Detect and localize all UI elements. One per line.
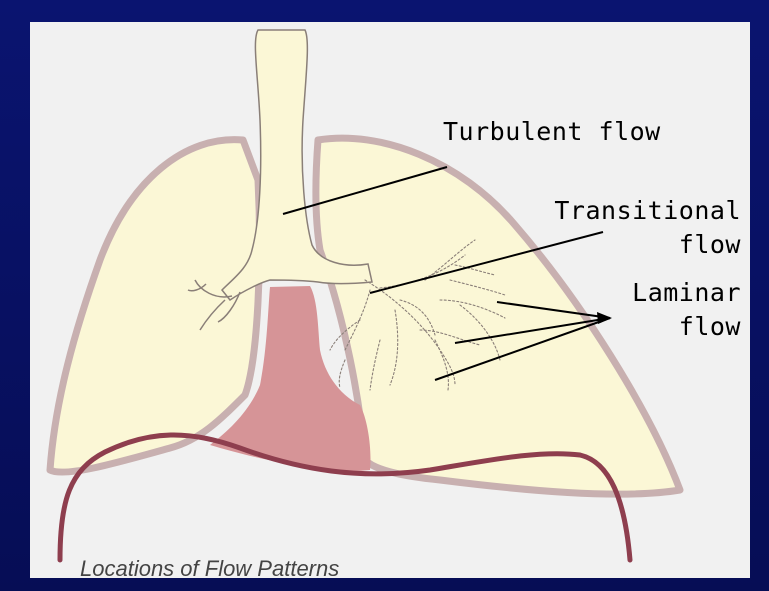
laminar-arrowhead: [597, 312, 612, 324]
label-transitional: Transitional: [554, 196, 741, 225]
left-lung: [316, 138, 680, 494]
label-laminar: Laminar: [632, 278, 741, 307]
label-laminar-flow: flow: [679, 312, 742, 341]
caption: Locations of Flow Patterns: [80, 556, 339, 581]
label-turbulent-flow: Turbulent flow: [443, 117, 661, 146]
right-lung: [50, 140, 259, 473]
label-transitional-flow: flow: [679, 230, 742, 259]
